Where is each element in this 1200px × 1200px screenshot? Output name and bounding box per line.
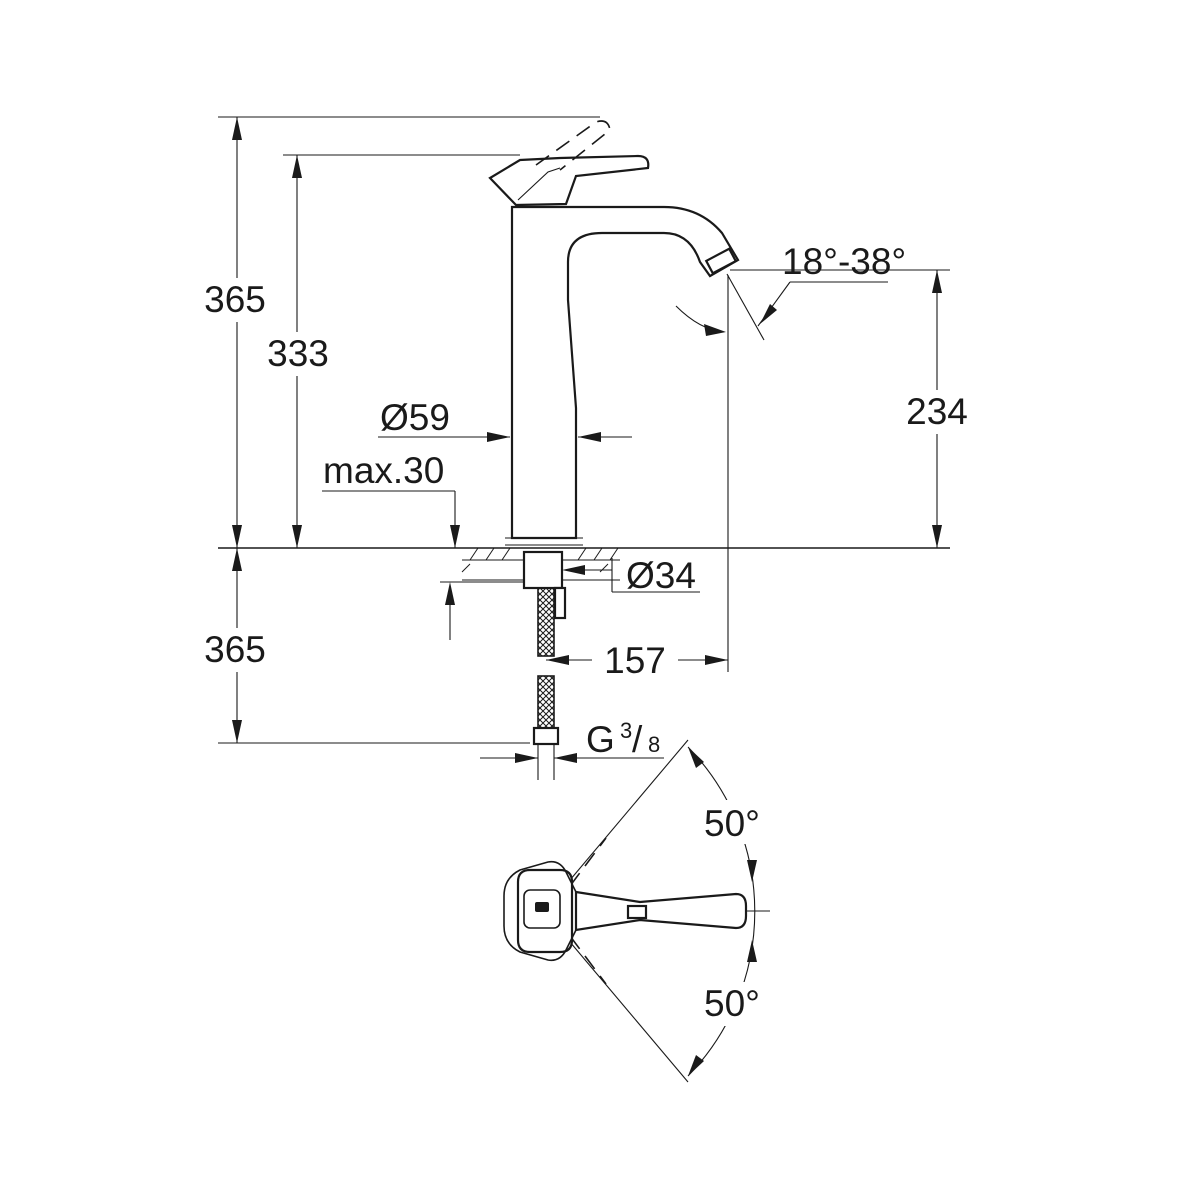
label-bg xyxy=(258,332,338,376)
arrow xyxy=(445,582,455,605)
mounting-shank xyxy=(522,550,564,590)
arrow xyxy=(688,747,704,768)
hose-braided xyxy=(537,587,555,657)
dim-jet-angle: 18°-38° xyxy=(782,241,906,282)
arrow xyxy=(747,940,757,962)
arrow xyxy=(747,860,757,882)
arrow xyxy=(292,155,302,178)
arrow xyxy=(232,525,242,548)
fixing-stud xyxy=(553,586,567,620)
label-bg xyxy=(897,390,977,434)
arrow xyxy=(688,1055,704,1076)
dim-spout-height: 234 xyxy=(906,391,968,432)
lever-open-dashed xyxy=(535,120,611,171)
arrow xyxy=(232,720,242,743)
top-spout xyxy=(574,890,748,932)
jet-angle-line xyxy=(726,273,765,341)
rotation-limit-upper xyxy=(569,739,689,881)
dim-lever-rotation-lower: 50° xyxy=(704,983,760,1024)
hose-braided-lower xyxy=(537,675,555,729)
dim-thread-label: G xyxy=(586,719,615,760)
dim-spout-reach: 157 xyxy=(604,640,666,681)
dim-hole-diameter: Ø34 xyxy=(626,555,696,596)
lever-closed xyxy=(488,154,650,207)
dim-lever-rotation-upper: 50° xyxy=(704,803,760,844)
label-bg xyxy=(195,628,275,672)
hose-nut xyxy=(532,726,560,746)
faucet-body xyxy=(510,205,740,540)
arrow xyxy=(487,432,510,442)
dim-max-countertop: max.30 xyxy=(323,450,444,491)
lever-position-lower xyxy=(569,935,607,985)
arrow xyxy=(450,525,460,548)
arrow xyxy=(292,525,302,548)
jet-arc xyxy=(675,305,725,333)
countertop-section xyxy=(440,547,620,583)
cartridge-mark xyxy=(535,902,549,912)
label-bg xyxy=(700,800,784,844)
aerator xyxy=(704,247,738,275)
arrow xyxy=(232,548,242,571)
rotation-limit-lower xyxy=(569,941,689,1083)
dim-lever-height: 333 xyxy=(267,333,329,374)
top-lever-tip xyxy=(626,904,648,920)
arrow xyxy=(515,753,538,763)
arrow xyxy=(578,432,601,442)
label-bg xyxy=(700,982,784,1026)
dim-thread-denominator: 8 xyxy=(648,732,660,757)
lever-position-upper xyxy=(569,837,607,887)
lever-detail xyxy=(517,167,561,201)
arrow xyxy=(932,270,942,293)
arrow xyxy=(932,525,942,548)
arrow xyxy=(546,655,569,665)
arrow xyxy=(232,117,242,140)
dim-below-counter: 365 xyxy=(204,629,266,670)
dim-thread-slash: / xyxy=(632,719,643,760)
dim-body-diameter: Ø59 xyxy=(380,397,450,438)
arrow xyxy=(760,304,777,324)
top-view: 50° 50° xyxy=(503,739,784,1083)
side-view: 365 333 234 Ø59 max.30 Ø34 xyxy=(195,116,977,780)
top-body-inner xyxy=(523,889,561,929)
dim-total-height: 365 xyxy=(204,279,266,320)
label-bg xyxy=(195,278,275,322)
arrow xyxy=(704,324,726,336)
arrow xyxy=(554,753,577,763)
dim-thread-numerator: 3 xyxy=(620,718,632,743)
arrow xyxy=(705,655,728,665)
